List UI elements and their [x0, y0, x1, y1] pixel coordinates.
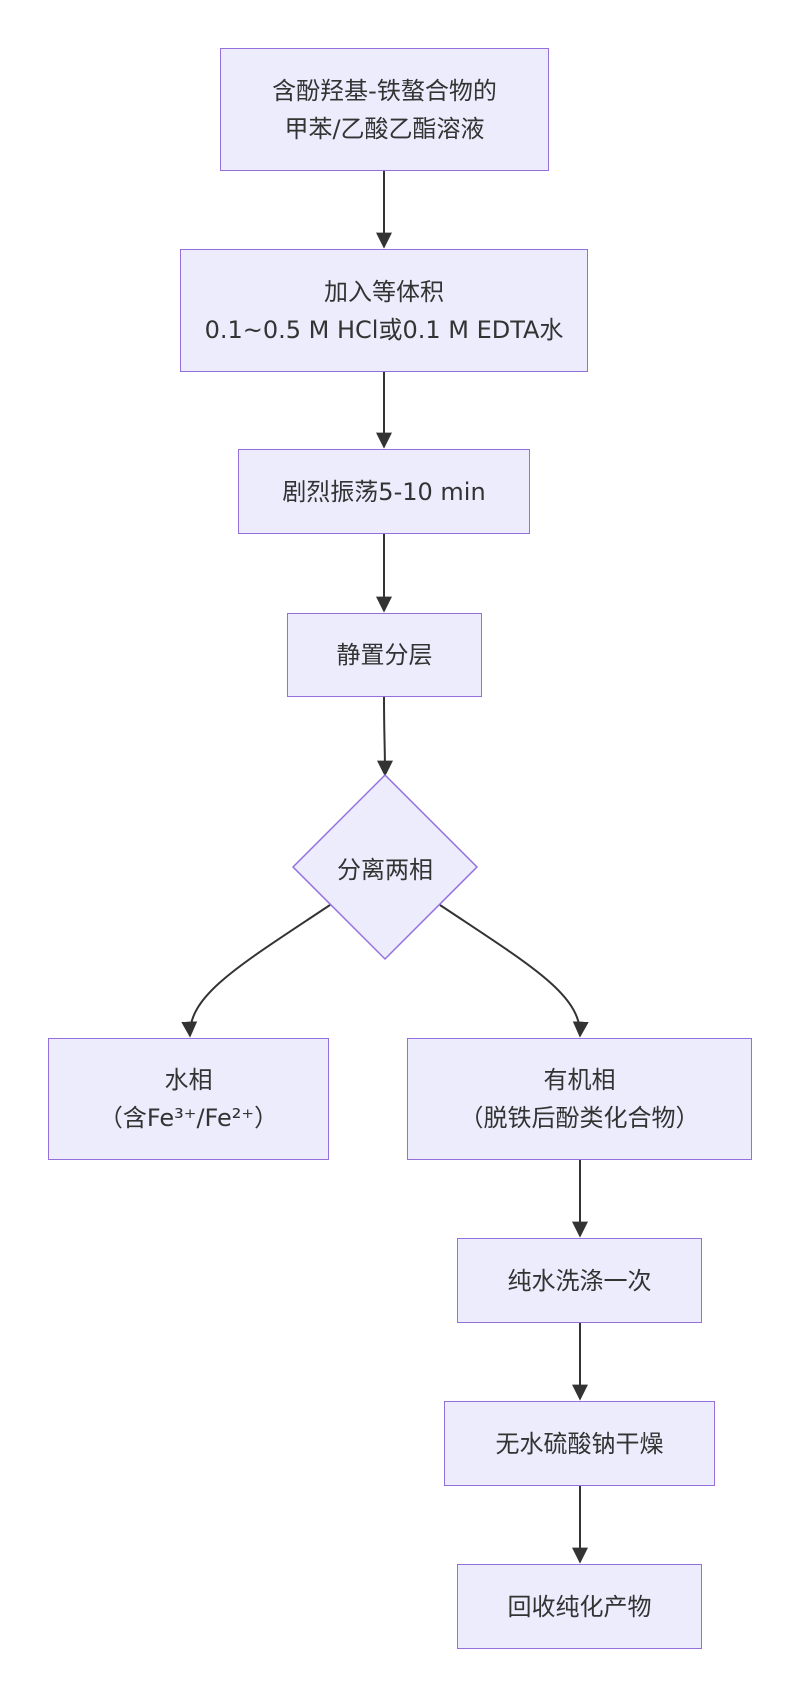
node-dry: 无水硫酸钠干燥	[444, 1401, 715, 1486]
edge-settle-to-separate	[376, 696, 393, 777]
node-start: 含酚羟基-铁螯合物的 甲苯/乙酸乙酯溶液	[220, 48, 549, 171]
edge-separate-to-aqueous	[181, 904, 331, 1038]
node-separate-label: 分离两相	[337, 855, 433, 884]
node-recover: 回收纯化产物	[457, 1564, 702, 1649]
node-add-acid-line1: 加入等体积	[324, 277, 444, 306]
node-add-acid: 加入等体积 0.1~0.5 M HCl或0.1 M EDTA水	[180, 249, 588, 372]
node-separate: 分离两相	[305, 842, 465, 892]
node-wash-label: 纯水洗涤一次	[507, 1266, 652, 1295]
node-shake-label: 剧烈振荡5-10 min	[282, 477, 486, 506]
node-organic-line1: 有机相	[543, 1066, 616, 1094]
node-wash: 纯水洗涤一次	[457, 1238, 702, 1323]
node-aqueous-line2: （含Fe³⁺/Fe²⁺）	[98, 1104, 279, 1132]
node-shake: 剧烈振荡5-10 min	[238, 449, 530, 534]
node-organic-line2: （脱铁后酚类化合物）	[459, 1104, 700, 1132]
node-settle: 静置分层	[287, 613, 482, 697]
node-aqueous-phase: 水相 （含Fe³⁺/Fe²⁺）	[48, 1038, 329, 1160]
node-organic-phase: 有机相 （脱铁后酚类化合物）	[407, 1038, 752, 1160]
edge-separate-to-organic	[439, 904, 589, 1038]
node-add-acid-line2: 0.1~0.5 M HCl或0.1 M EDTA水	[204, 315, 564, 344]
node-start-line2: 甲苯/乙酸乙酯溶液	[284, 114, 485, 143]
node-recover-label: 回收纯化产物	[507, 1592, 652, 1621]
decision-diamond	[291, 773, 479, 961]
node-start-line1: 含酚羟基-铁螯合物的	[272, 76, 497, 105]
node-settle-label: 静置分层	[336, 641, 433, 669]
node-dry-label: 无水硫酸钠干燥	[495, 1429, 664, 1458]
node-aqueous-line1: 水相	[164, 1066, 213, 1094]
